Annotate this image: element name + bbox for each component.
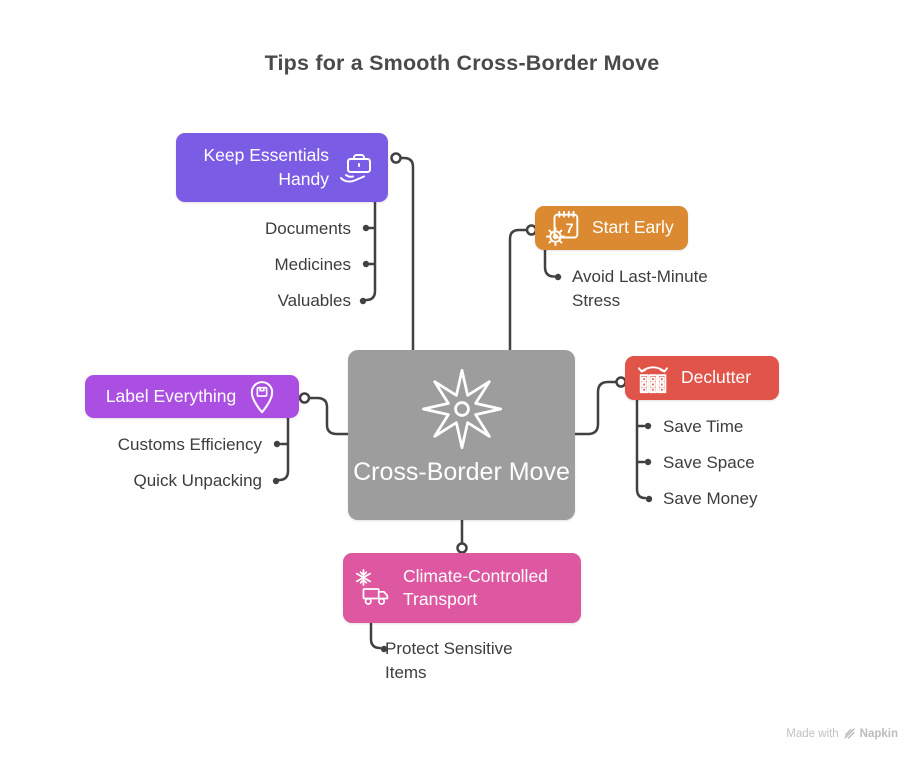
connector-label-to-center [307, 396, 350, 436]
connector-climate-subtree [369, 621, 382, 650]
watermark: Made with Napkin [786, 727, 898, 740]
node-label: Label Everything [105, 385, 237, 406]
center-node-label: Cross-Border Move [353, 458, 570, 486]
node-keep-essentials-handy: Keep Essentials Handy [176, 133, 388, 202]
svg-text:7: 7 [566, 221, 574, 237]
connector-start-subtree [543, 248, 556, 278]
sub-item-avoid-last-minute-stress: Avoid Last-Minute Stress [572, 267, 708, 310]
compass-star-icon [421, 368, 502, 450]
sub-item-medicines: Medicines [274, 255, 351, 274]
node-label: Keep Essentials Handy [203, 145, 330, 189]
organizer-bins-icon [637, 366, 669, 394]
center-node-cross-border-move: Cross-Border Move [348, 350, 575, 520]
node-label-everything: Label Everything [85, 375, 299, 418]
sub-item-save-space: Save Space [663, 453, 755, 472]
hand-briefcase-icon [340, 154, 371, 183]
sub-item-protect-sensitive-items: Protect Sensitive Items [385, 639, 513, 682]
sub-item-quick-unpacking: Quick Unpacking [133, 471, 262, 490]
connector-center-to-declutter [573, 380, 618, 436]
connector-keep-to-center [398, 156, 415, 352]
page-title: Tips for a Smooth Cross-Border Move [264, 51, 660, 75]
connector-start-to-center [508, 228, 529, 352]
connector-keep-subtree [364, 200, 377, 302]
connector-declutter-subtree [635, 398, 647, 500]
location-pin-package-icon [250, 381, 274, 414]
sub-item-valuables: Valuables [277, 291, 351, 310]
calendar-gear-icon: 7 [545, 210, 579, 247]
node-label: Start Early [592, 217, 674, 238]
snowflake-truck-icon [355, 569, 389, 605]
node-label: Declutter [681, 367, 752, 388]
sub-item-save-time: Save Time [663, 417, 744, 436]
node-climate-controlled-transport: Climate-Controlled Transport [343, 553, 581, 623]
watermark-brand: Napkin [859, 727, 898, 740]
connector-label-subtree [277, 416, 290, 482]
node-label: Climate-Controlled Transport [403, 565, 548, 609]
napkin-logo-icon [844, 728, 855, 739]
sub-item-documents: Documents [265, 219, 351, 238]
sub-item-save-money: Save Money [663, 489, 758, 508]
node-start-early: 7 Start Early [535, 206, 688, 250]
sub-item-customs-efficiency: Customs Efficiency [117, 435, 262, 454]
node-declutter: Declutter [625, 356, 779, 400]
watermark-prefix: Made with [786, 727, 839, 740]
